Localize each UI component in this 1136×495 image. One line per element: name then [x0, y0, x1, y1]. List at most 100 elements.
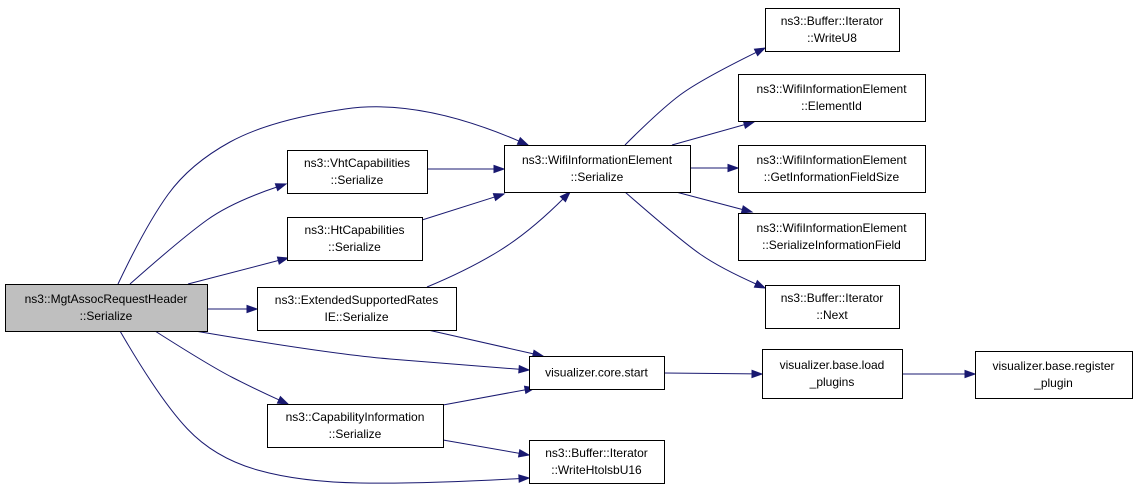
arrowhead	[276, 256, 290, 265]
edge-ht-to-wie	[421, 193, 506, 221]
node-box	[529, 356, 665, 390]
node-label-line: ns3::Buffer::Iterator	[781, 14, 884, 28]
edge-wie-to-sif	[675, 191, 754, 214]
arrowhead	[753, 47, 767, 57]
node-wu8[interactable]: ns3::Buffer::Iterator::WriteU8	[765, 8, 900, 52]
arrowhead	[742, 120, 756, 129]
node-box	[5, 284, 208, 332]
node-lp[interactable]: visualizer.base.load _plugins	[762, 349, 903, 399]
edge-esr-to-wie	[426, 190, 572, 288]
node-vcs[interactable]: visualizer.core.start	[529, 356, 665, 390]
edge-line	[624, 191, 758, 286]
node-root[interactable]: ns3::MgtAssocRequestHeader::Serialize	[5, 284, 208, 332]
node-label-line: ns3::Buffer::Iterator	[545, 446, 648, 460]
edge-line	[442, 388, 528, 406]
arrowhead	[517, 448, 531, 458]
edge-cap-to-whl	[442, 439, 531, 458]
arrowhead	[518, 474, 531, 483]
edge-vcs-to-lp	[663, 369, 764, 379]
node-label-line: ns3::WifiInformationElement	[756, 221, 907, 235]
node-label-line: ns3::WifiInformationElement	[756, 153, 907, 167]
node-label-line: ::WriteHtolsbU16	[551, 463, 642, 477]
edge-root-to-wie	[117, 106, 530, 285]
edge-line	[119, 330, 522, 484]
arrowhead	[727, 163, 740, 173]
node-label-line: _plugins	[809, 375, 855, 389]
node-ht[interactable]: ns3::HtCapabilities::Serialize	[287, 217, 423, 261]
node-box	[267, 404, 444, 448]
node-gifs[interactable]: ns3::WifiInformationElement::GetInformat…	[738, 145, 926, 193]
edge-line	[154, 330, 281, 402]
edge-line	[624, 51, 759, 146]
edge-line	[187, 259, 281, 285]
node-label-line: ::GetInformationFieldSize	[764, 170, 900, 184]
nodes-layer: ns3::MgtAssocRequestHeader::Serializens3…	[5, 8, 1133, 484]
node-label-line: ::Serialize	[331, 173, 384, 187]
node-label-line: ns3::WifiInformationElement	[522, 153, 673, 167]
edges-layer	[117, 47, 977, 484]
edge-line	[421, 195, 497, 221]
arrowhead	[276, 395, 290, 405]
node-label-line: ns3::Buffer::Iterator	[781, 291, 884, 305]
node-label-line: ns3::WifiInformationElement	[756, 82, 907, 96]
edge-cap-to-vcs	[442, 385, 537, 406]
edge-root-to-ht	[187, 256, 290, 285]
node-label-line: _plugin	[1033, 376, 1073, 390]
node-box	[762, 349, 903, 399]
edge-root-to-cap	[154, 330, 290, 405]
node-label-line: ns3::HtCapabilities	[304, 223, 404, 237]
node-box	[504, 145, 691, 193]
edge-root-to-vht	[129, 183, 288, 285]
arrowhead	[246, 304, 259, 314]
arrowhead	[516, 136, 530, 146]
edge-wie-to-wu8	[624, 47, 767, 146]
edge-line	[671, 123, 747, 146]
arrowhead	[740, 205, 754, 214]
node-label-line: ::Serialize	[328, 240, 381, 254]
arrowhead	[274, 183, 288, 192]
node-nxt[interactable]: ns3::Buffer::Iterator::Next	[765, 285, 900, 329]
edge-line	[426, 197, 565, 288]
node-whl[interactable]: ns3::Buffer::Iterator::WriteHtolsbU16	[529, 440, 665, 484]
node-sif[interactable]: ns3::WifiInformationElement::SerializeIn…	[738, 213, 926, 261]
arrowhead	[751, 369, 764, 379]
node-box	[765, 285, 900, 329]
node-box	[765, 8, 900, 52]
node-rp[interactable]: visualizer.base.register _plugin	[975, 351, 1133, 399]
node-label-line: ::ElementId	[801, 99, 862, 113]
node-label-line: visualizer.base.register	[992, 359, 1114, 373]
node-vht[interactable]: ns3::VhtCapabilities::Serialize	[287, 150, 428, 194]
node-box	[287, 217, 423, 261]
edge-root-to-esr	[207, 304, 259, 314]
node-label-line: ::Serialize	[571, 170, 624, 184]
arrowhead	[518, 364, 531, 374]
edge-esr-to-vcs	[427, 329, 545, 358]
edge-line	[663, 372, 755, 375]
arrowhead	[492, 193, 506, 202]
node-box	[975, 351, 1133, 399]
node-label-line: ns3::CapabilityInformation	[286, 410, 425, 424]
node-label-line: ns3::MgtAssocRequestHeader	[25, 292, 188, 306]
node-box	[738, 213, 926, 261]
node-label-line: ::WriteU8	[807, 31, 857, 45]
node-label-line: IE::Serialize	[324, 310, 388, 324]
edge-line	[194, 330, 522, 370]
arrowhead	[493, 164, 506, 174]
node-cap[interactable]: ns3::CapabilityInformation::Serialize	[267, 404, 444, 448]
arrowhead	[753, 279, 767, 289]
node-label-line: ::Next	[816, 308, 848, 322]
node-eid[interactable]: ns3::WifiInformationElement::ElementId	[738, 74, 926, 122]
arrowhead	[559, 190, 572, 203]
node-label-line: ::SerializeInformationField	[762, 238, 901, 252]
node-label-line: visualizer.base.load	[780, 358, 885, 372]
edge-root-to-vcs	[194, 330, 531, 374]
edge-wie-to-eid	[671, 120, 756, 146]
edge-line	[427, 329, 536, 355]
node-box	[738, 145, 926, 193]
node-label-line: ::Serialize	[80, 309, 133, 323]
edge-line	[675, 191, 745, 211]
node-wie[interactable]: ns3::WifiInformationElement::Serialize	[504, 145, 691, 193]
node-label-line: ns3::ExtendedSupportedRates	[275, 293, 438, 307]
